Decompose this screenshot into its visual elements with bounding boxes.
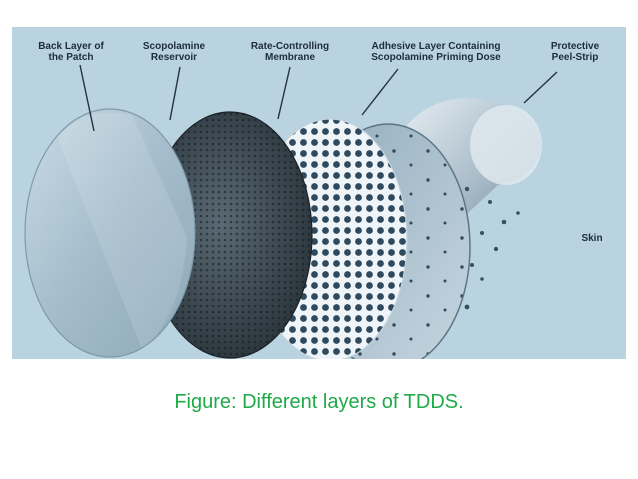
label-back-layer: Back Layer of the Patch bbox=[38, 41, 104, 63]
figure-caption: Figure: Different layers of TDDS. bbox=[174, 391, 464, 413]
reservoir-shape bbox=[147, 111, 313, 359]
leader-lines bbox=[79, 64, 558, 132]
label-peel-strip: Protective Peel-Strip bbox=[550, 41, 600, 63]
diagram-panel: Back Layer of the Patch Scopolamine Rese… bbox=[12, 27, 626, 359]
label-reservoir: Scopolamine Reservoir bbox=[142, 41, 206, 63]
label-skin: Skin bbox=[581, 233, 603, 244]
back-layer-shape bbox=[24, 108, 196, 358]
label-membrane: Rate-Controlling Membrane bbox=[250, 41, 330, 63]
patch-layers-illustration bbox=[24, 64, 558, 359]
label-adhesive: Adhesive Layer Containing Scopolamine Pr… bbox=[371, 41, 501, 63]
